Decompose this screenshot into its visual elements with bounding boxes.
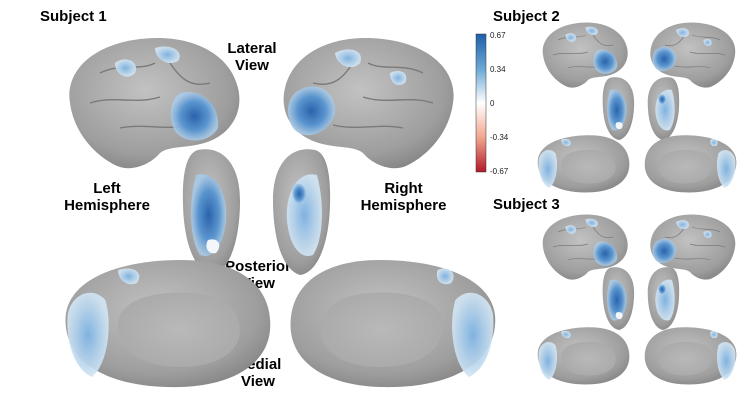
subject-1-title: Subject 1: [40, 8, 107, 25]
subject-3-brains: [537, 214, 737, 385]
posterior-view-line-1: Posterior: [225, 258, 291, 275]
subject-1-posterior-right: [273, 149, 331, 275]
colorbar-tick-low: -0.34: [490, 133, 509, 142]
lateral-view-label: Lateral View: [222, 40, 282, 75]
subject-2-brains: [537, 22, 737, 193]
subject-2-posterior-right: [647, 77, 680, 140]
lateral-view-line-2: View: [235, 57, 269, 75]
right-hemisphere-line-2: Hemisphere: [360, 197, 447, 215]
subject-3-medial-right: [644, 327, 737, 385]
medial-view-line-2: View: [241, 373, 275, 391]
left-hemisphere-line-1: Left: [93, 180, 121, 197]
lateral-view-line-1: Lateral: [227, 40, 277, 57]
subject-1-lateral-left: [68, 37, 241, 169]
colorbar-tick-high: 0.34: [490, 65, 506, 74]
subject-1-posterior-left: [182, 149, 240, 275]
subject-1-brains: [65, 37, 496, 388]
subject-2-title: Subject 2: [493, 8, 560, 25]
left-hemisphere-label: Left Hemisphere: [62, 180, 152, 215]
subject-2-posterior-left: [602, 77, 635, 140]
subject-2-medial-left: [537, 135, 630, 193]
colorbar-tick-min: -0.67: [490, 167, 509, 176]
right-hemisphere-line-1: Right: [384, 180, 423, 197]
subject-1-medial-left: [65, 260, 271, 388]
colorbar-tick-zero: 0: [490, 99, 495, 108]
colorbar: [475, 33, 487, 173]
subject-3-title: Subject 3: [493, 196, 560, 213]
subject-3-medial-left: [537, 327, 630, 385]
colorbar-tick-max: 0.67: [490, 31, 506, 40]
right-hemisphere-label: Right Hemisphere: [356, 180, 451, 215]
subject-1-lateral-right: [282, 37, 455, 169]
subject-3-posterior-right: [647, 267, 680, 330]
subject-2-medial-right: [644, 135, 737, 193]
subject-3-posterior-left: [602, 267, 635, 330]
left-hemisphere-line-2: Hemisphere: [64, 197, 150, 215]
subject-1-medial-right: [290, 260, 496, 388]
